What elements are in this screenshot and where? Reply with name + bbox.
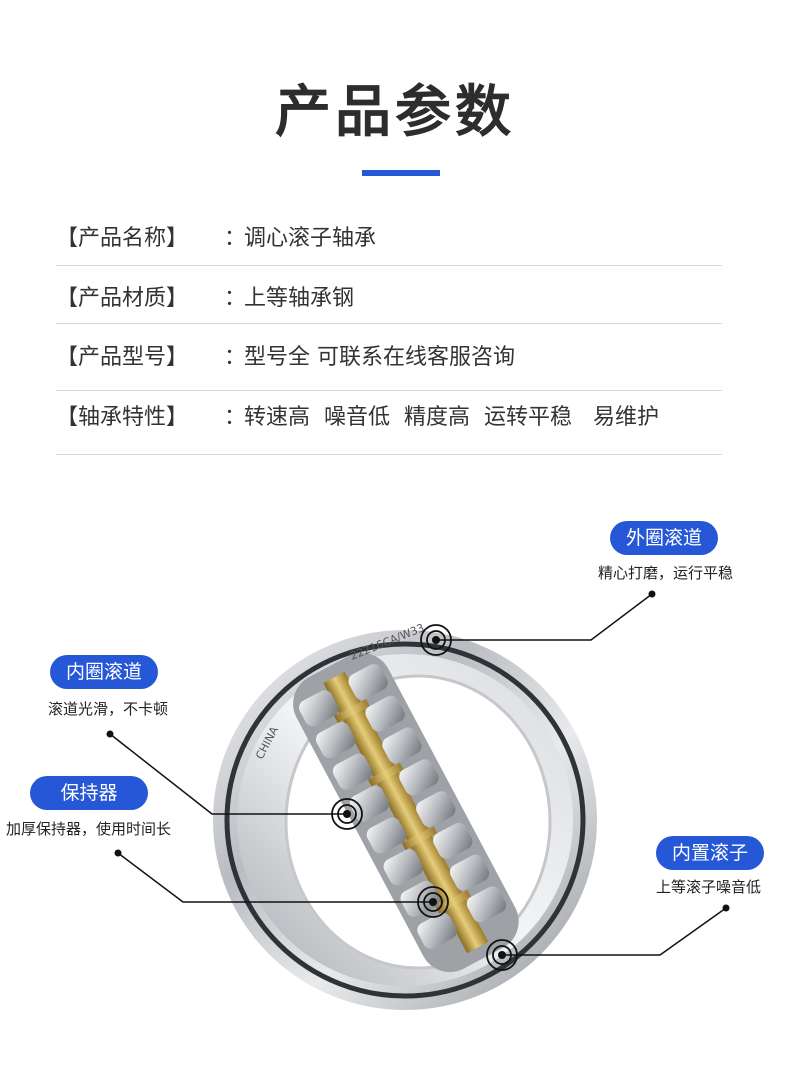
callout-desc-cage: 加厚保持器，使用时间长: [6, 820, 172, 838]
leader-roller: [502, 907, 727, 956]
spec-row-features: 【轴承特性】 ：转速高 噪音低 精度高 运转平稳 易维护: [56, 403, 722, 433]
target-marker: [420, 624, 452, 656]
spec-label: 【轴承特性】: [56, 405, 189, 430]
callout-tag-inner-raceway: 内圈滚道: [50, 655, 159, 689]
target-marker: [417, 886, 449, 918]
divider: [56, 265, 722, 266]
cage-pockets: [334, 699, 472, 914]
leader-outer-raceway: [436, 593, 653, 641]
spec-value: 上等轴承钢: [244, 286, 355, 311]
callout-tag-cage: 保持器: [30, 776, 148, 810]
spec-row-name: 【产品名称】 ：调心滚子轴承: [56, 224, 722, 254]
roller-column-right: [348, 663, 507, 923]
bearing-illustration: 22216CA/W33 CHINA: [106, 590, 730, 1010]
callout-desc-roller: 上等滚子噪音低: [656, 878, 762, 896]
callout-tag-roller: 内置滚子: [656, 836, 765, 870]
divider: [56, 323, 722, 324]
divider: [56, 390, 722, 391]
spec-value: 调心滚子轴承: [244, 226, 377, 251]
spec-colon: ：: [224, 286, 247, 311]
outer-ring-groove: [224, 641, 586, 999]
spec-label: 【产品材质】: [56, 286, 189, 311]
spec-colon: ：: [224, 226, 247, 251]
roller-column-left: [299, 690, 457, 949]
callout-desc-outer-raceway: 精心打磨，运行平稳: [598, 564, 734, 582]
divider: [56, 454, 722, 455]
spec-colon: ：: [224, 405, 247, 430]
target-marker: [486, 939, 518, 971]
leader-inner-raceway: [109, 733, 347, 815]
spec-row-model: 【产品型号】 ：型号全 可联系在线客服咨询: [56, 343, 722, 373]
spec-value: 型号全 可联系在线客服咨询: [244, 345, 515, 370]
inner-assembly: [293, 653, 519, 973]
callout-desc-inner-raceway: 滚道光滑，不卡顿: [48, 700, 169, 718]
spec-label: 【产品型号】: [56, 345, 189, 370]
callout-tag-outer-raceway: 外圈滚道: [610, 521, 719, 555]
leader-cage: [117, 852, 433, 903]
title-underline: [362, 170, 440, 176]
spec-colon: ：: [224, 345, 247, 370]
cage-center-bar: [323, 671, 489, 954]
spec-row-material: 【产品材质】 ：上等轴承钢: [56, 284, 722, 314]
spec-label: 【产品名称】: [56, 226, 189, 251]
page-title: 产品参数: [275, 80, 515, 145]
spec-value: 转速高 噪音低 精度高 运转平稳 易维护: [244, 405, 659, 430]
target-marker: [331, 798, 363, 830]
